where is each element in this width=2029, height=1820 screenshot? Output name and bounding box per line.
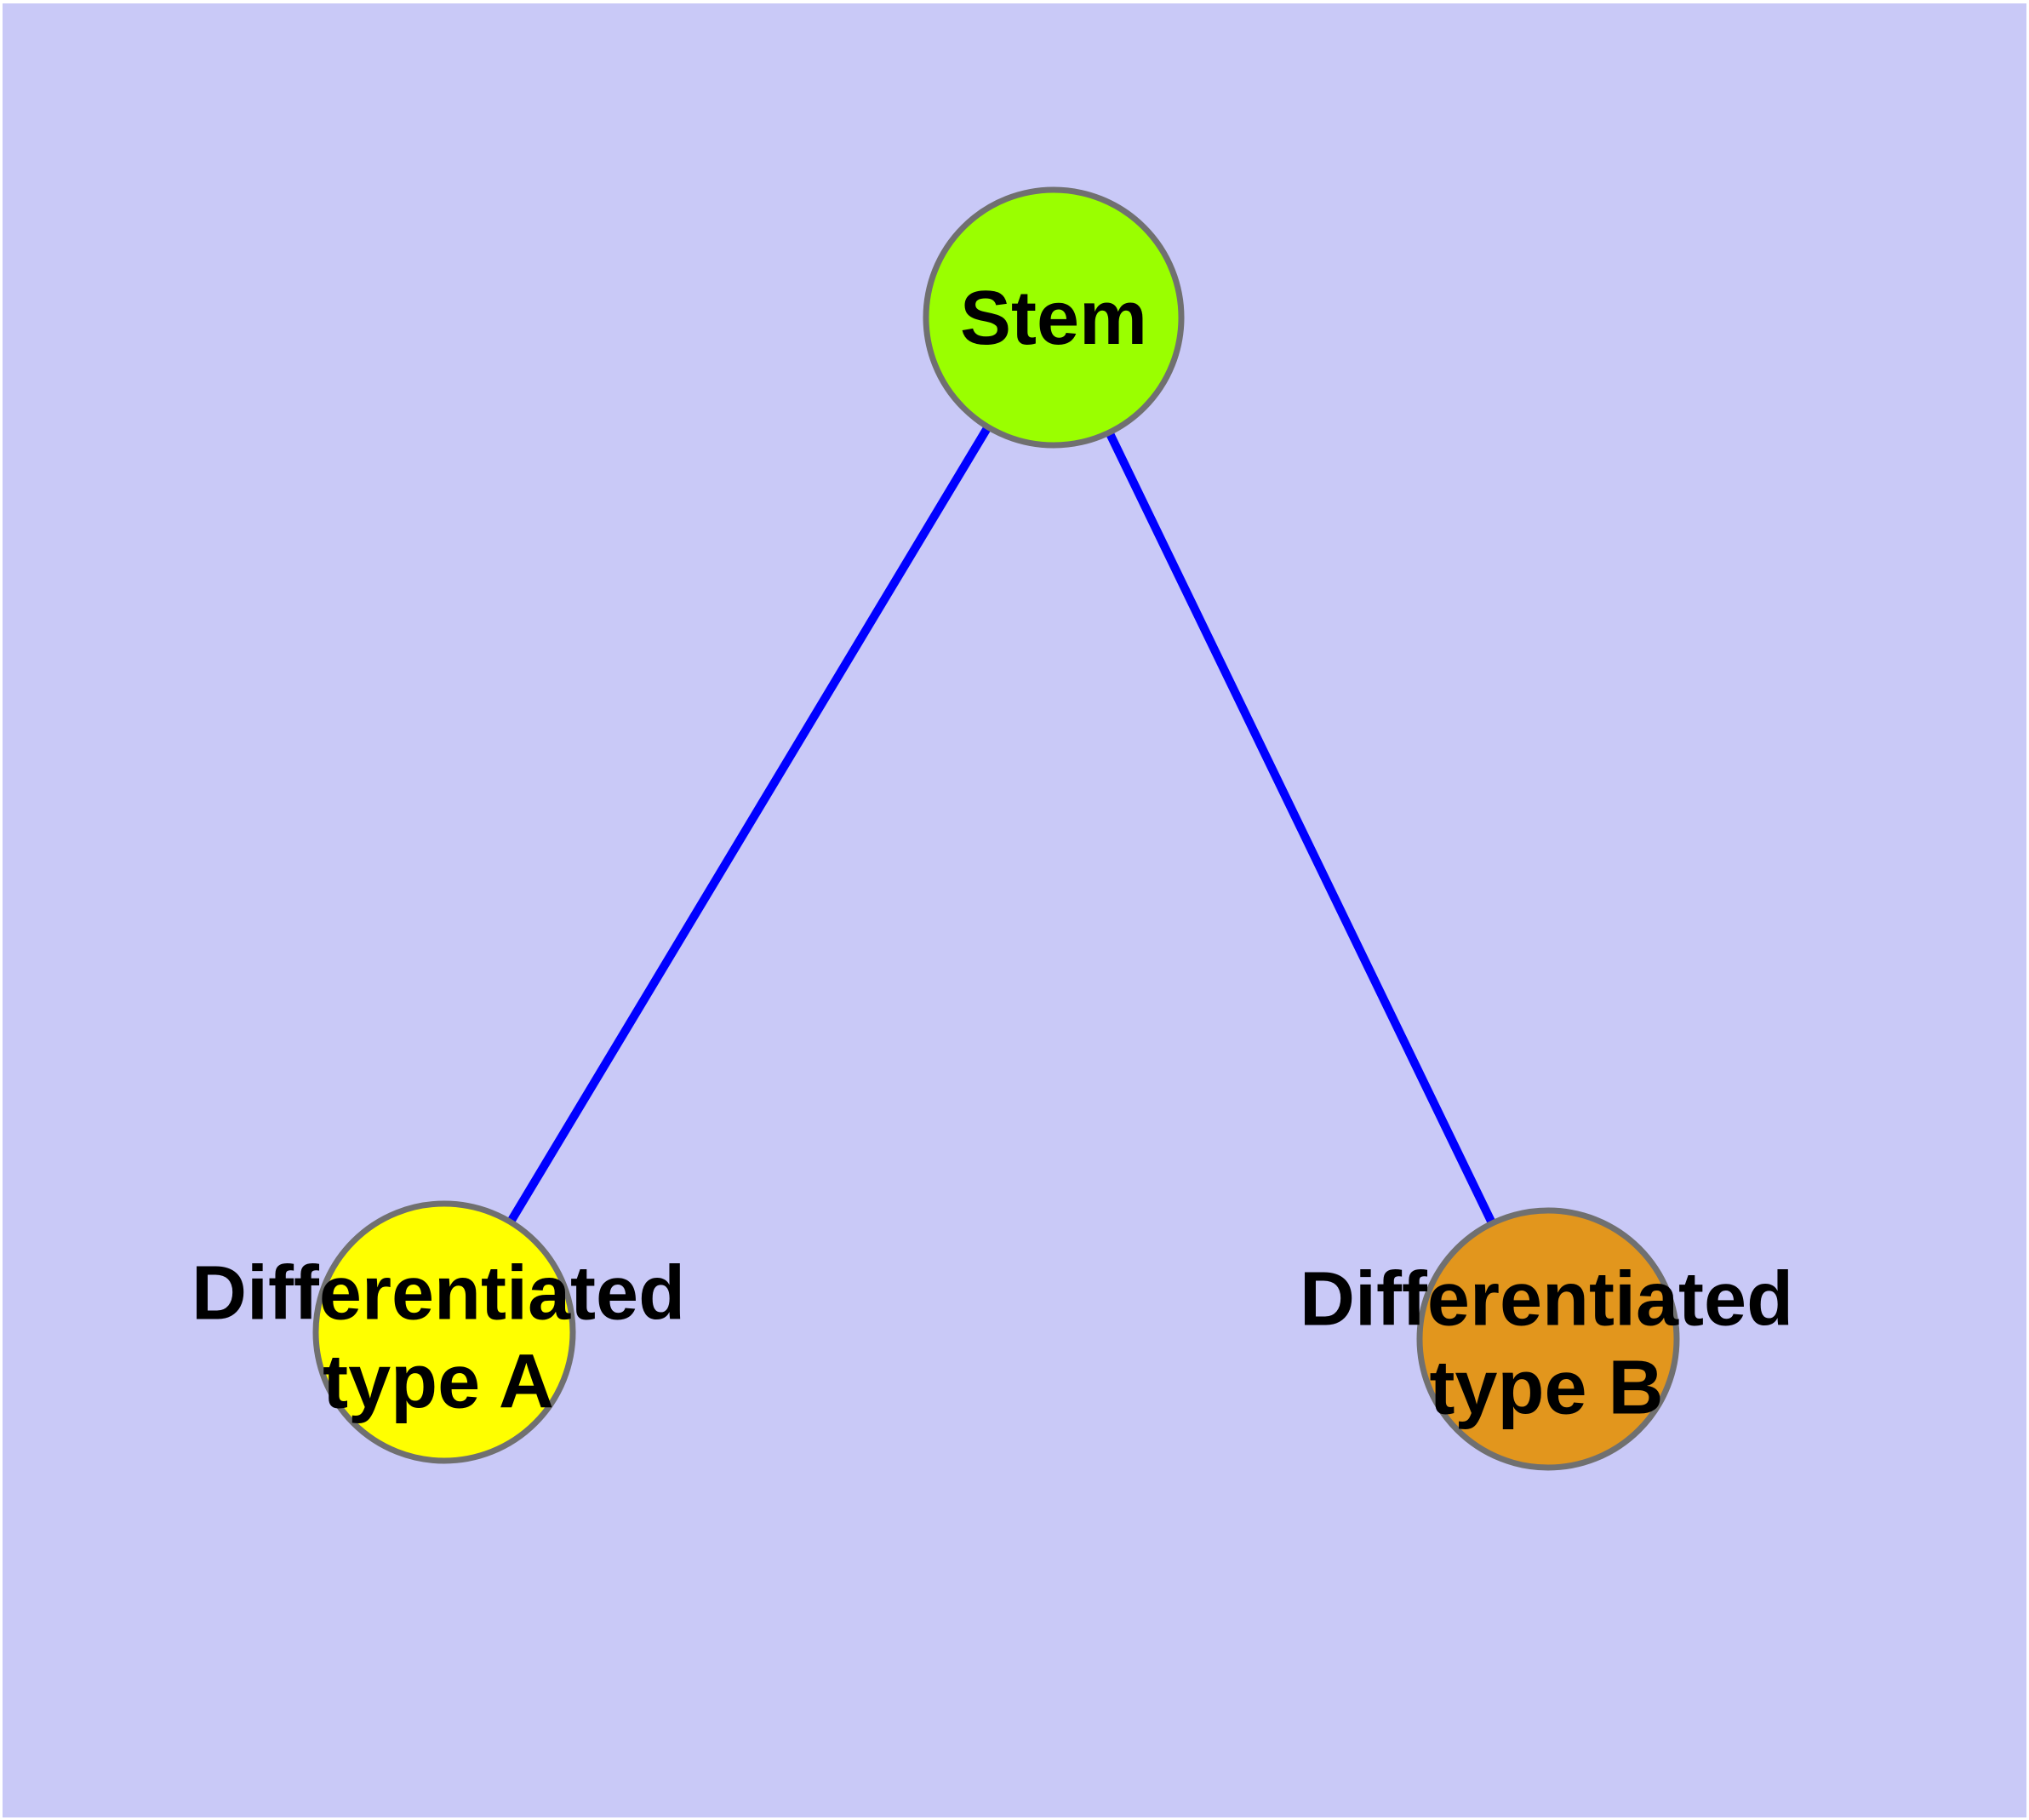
node-type-b-label: Differentiated type B (1300, 1256, 1793, 1434)
node-type-a-label: Differentiated type A (191, 1250, 685, 1428)
edge-stem-to-type-b (1049, 313, 1552, 1343)
node-type-a (312, 1200, 576, 1464)
node-stem (923, 186, 1185, 449)
node-type-b (1416, 1207, 1680, 1471)
graph-canvas: Stem Differentiated type A Differentiate… (3, 3, 2026, 1817)
edge-stem-to-type-a (440, 313, 1058, 1336)
graph-svg (312, 186, 1680, 1471)
node-stem-label: Stem (959, 275, 1148, 361)
node-type-b-label-line2: type B (1429, 1346, 1664, 1431)
node-type-b-label-line1: Differentiated (1299, 1256, 1794, 1342)
node-type-a-label-line2: type A (323, 1340, 554, 1425)
node-type-a-label-line1: Differentiated (191, 1251, 686, 1336)
